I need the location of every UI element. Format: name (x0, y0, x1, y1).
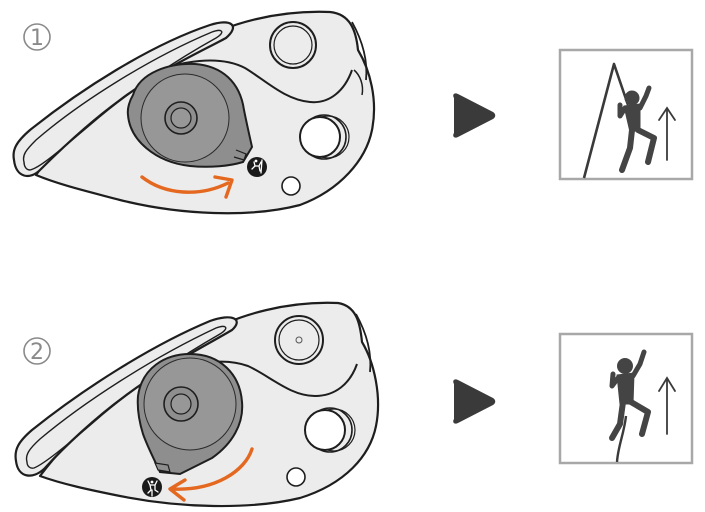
play-arrow-icon (453, 93, 496, 138)
play-arrow-icon (453, 379, 496, 424)
step-number: 2 (30, 340, 44, 365)
carabiner-hole (299, 114, 350, 160)
rotation-arrow-counterclockwise (168, 447, 254, 502)
cam (136, 352, 244, 476)
carabiner-hole (304, 407, 356, 453)
step-2: 2 (0, 256, 705, 512)
up-arrow-icon (658, 376, 676, 435)
belay-device (14, 301, 380, 508)
top-rivet (269, 21, 317, 69)
lead-climber-ascending-icon (558, 332, 694, 465)
step-number-badge: 2 (23, 337, 51, 365)
climber-with-rope-icon (247, 157, 267, 177)
step-1-illustration: 1 (12, 10, 694, 215)
belay-device (12, 10, 376, 215)
step-number-badge: 1 (23, 23, 51, 51)
cam (126, 62, 254, 168)
small-hole (281, 176, 301, 196)
small-hole (286, 467, 306, 487)
step-number: 1 (30, 26, 44, 51)
up-arrow-icon (658, 106, 676, 161)
rotation-arrow-clockwise (140, 175, 234, 199)
top-rope-climber-ascending-icon (558, 48, 694, 181)
step-1: 1 (12, 10, 694, 215)
step-2-illustration: 2 (14, 301, 694, 508)
top-rivet (274, 315, 324, 365)
lead-climber-icon (142, 477, 162, 497)
